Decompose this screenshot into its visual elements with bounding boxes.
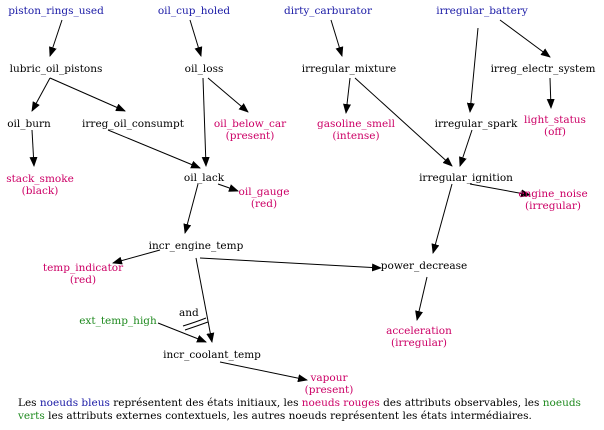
caption-text: les attributs externes contextuels, les … bbox=[44, 410, 532, 422]
and-arc bbox=[182, 317, 209, 331]
edge-irreg-oil-consumpt-to-oil-lack bbox=[107, 129, 201, 169]
edge-oil-lack-to-incr-engine-temp bbox=[183, 183, 199, 234]
node-label: temp_indicator bbox=[42, 262, 124, 274]
node-status: (red) bbox=[250, 198, 278, 210]
caption-red-term: noeuds rouges bbox=[301, 397, 380, 409]
node-oil-burn: oil_burn bbox=[7, 118, 51, 130]
legend-caption: Les noeuds bleus représentent des états … bbox=[18, 397, 598, 423]
caption-text: des attributs observables, les bbox=[379, 397, 543, 409]
edge-oil-cup-holed-to-oil-loss bbox=[189, 19, 203, 57]
node-status: (irregular) bbox=[525, 200, 581, 212]
node-label: irregular_spark bbox=[434, 118, 518, 130]
edge-irregular-ignition-to-engine-noise bbox=[469, 183, 531, 198]
node-acceleration: acceleration (irregular) bbox=[386, 325, 452, 349]
node-incr-engine-temp: incr_engine_temp bbox=[149, 240, 244, 252]
node-label: oil_loss bbox=[184, 63, 224, 75]
node-label: oil_lack bbox=[183, 172, 225, 184]
node-label: oil_below_car bbox=[213, 118, 287, 130]
node-label: gasoline_smell bbox=[317, 118, 395, 130]
caption-green-term: noeuds verts bbox=[18, 397, 581, 422]
edge-lubric-oil-pistons-to-oil-burn bbox=[31, 77, 51, 112]
node-ext-temp-high: ext_temp_high bbox=[79, 315, 157, 327]
node-vapour: vapour (present) bbox=[305, 372, 354, 396]
node-label: piston_rings_used bbox=[8, 5, 104, 17]
node-label: oil_burn bbox=[7, 118, 51, 130]
node-label: irreg_electr_system bbox=[490, 63, 596, 75]
edge-irregular-mixture-to-gasoline-smell bbox=[343, 77, 351, 114]
node-status: (present) bbox=[225, 130, 275, 142]
node-gasoline-smell: gasoline_smell (intense) bbox=[317, 118, 395, 142]
node-irregular-battery: irregular_battery bbox=[436, 5, 528, 17]
edge-ext-temp-high-to-incr-coolant-temp bbox=[157, 322, 207, 343]
edge-irreg-electr-system-to-light-status bbox=[546, 77, 555, 109]
node-status: (red) bbox=[69, 274, 97, 286]
node-incr-coolant-temp: incr_coolant_temp bbox=[163, 349, 261, 361]
caption-text: Les bbox=[18, 397, 40, 409]
node-label: ext_temp_high bbox=[79, 315, 157, 327]
edge-incr-coolant-temp-to-vapour bbox=[219, 361, 308, 383]
node-irregular-mixture: irregular_mixture bbox=[302, 63, 396, 75]
node-label: light_status bbox=[524, 114, 586, 126]
node-status: (present) bbox=[304, 384, 354, 396]
node-power-decrease: power_decrease bbox=[381, 260, 467, 272]
node-label: power_decrease bbox=[380, 260, 468, 272]
node-irregular-spark: irregular_spark bbox=[435, 118, 518, 130]
edge-oil-loss-to-oil-lack bbox=[201, 77, 210, 167]
edge-irregular-mixture-to-irregular-ignition bbox=[354, 77, 453, 167]
caption-text: représentent des états initiaux, les bbox=[109, 397, 302, 409]
edge-piston-rings-used-to-lubric-oil-pistons bbox=[49, 19, 63, 57]
edge-dirty-carburator-to-irregular-mixture bbox=[330, 19, 344, 57]
node-stack-smoke: stack_smoke (black) bbox=[6, 173, 74, 197]
edge-oil-loss-to-oil-below-car bbox=[207, 77, 249, 113]
node-label: stack_smoke bbox=[6, 173, 74, 185]
edge-irregular-ignition-to-power-decrease bbox=[431, 183, 453, 254]
node-label: incr_coolant_temp bbox=[163, 349, 261, 361]
node-oil-below-car: oil_below_car (present) bbox=[214, 118, 286, 142]
node-status: (off) bbox=[544, 126, 566, 138]
node-label: oil_gauge bbox=[238, 186, 290, 198]
edge-irregular-spark-to-irregular-ignition bbox=[459, 129, 473, 167]
node-oil-lack: oil_lack bbox=[184, 172, 224, 184]
node-oil-gauge: oil_gauge (red) bbox=[239, 186, 290, 210]
node-oil-cup-holed: oil_cup_holed bbox=[158, 5, 230, 17]
node-irreg-oil-consumpt: irreg_oil_consumpt bbox=[82, 118, 184, 130]
edge-irregular-battery-to-irreg-electr-system bbox=[499, 19, 551, 58]
edge-irregular-battery-to-irregular-spark bbox=[466, 27, 479, 113]
edge-incr-engine-temp-to-temp-indicator bbox=[112, 249, 161, 265]
node-label: acceleration bbox=[386, 325, 452, 337]
node-status: (black) bbox=[21, 185, 59, 197]
node-label: lubric_oil_pistons bbox=[9, 63, 103, 75]
edge-incr-engine-temp-to-power-decrease bbox=[199, 257, 382, 272]
node-irregular-ignition: irregular_ignition bbox=[419, 172, 513, 184]
node-label: oil_cup_holed bbox=[157, 5, 231, 17]
node-label: dirty_carburator bbox=[284, 5, 372, 17]
node-light-status: light_status (off) bbox=[524, 114, 586, 138]
edge-power-decrease-to-acceleration bbox=[415, 276, 428, 321]
node-engine-noise: engine_noise (irregular) bbox=[518, 188, 587, 212]
and-label: and bbox=[179, 307, 199, 319]
node-label: incr_engine_temp bbox=[148, 240, 244, 252]
node-status: (intense) bbox=[332, 130, 380, 142]
node-irreg-electr-system: irreg_electr_system bbox=[491, 63, 596, 75]
node-label: engine_noise bbox=[518, 188, 588, 200]
node-dirty-carburator: dirty_carburator bbox=[284, 5, 372, 17]
node-label: irreg_oil_consumpt bbox=[82, 118, 184, 130]
edge-oil-lack-to-oil-gauge bbox=[217, 183, 239, 192]
node-label: irregular_ignition bbox=[419, 172, 513, 184]
node-label: vapour bbox=[310, 372, 348, 384]
edge-oil-burn-to-stack-smoke bbox=[29, 129, 38, 167]
node-temp-indicator: temp_indicator (red) bbox=[43, 262, 123, 286]
node-label: irregular_mixture bbox=[301, 63, 397, 75]
node-lubric-oil-pistons: lubric_oil_pistons bbox=[10, 63, 103, 75]
node-status: (irregular) bbox=[391, 337, 447, 349]
node-label: irregular_battery bbox=[436, 5, 528, 17]
edge-lubric-oil-pistons-to-irreg-oil-consumpt bbox=[49, 77, 126, 112]
node-oil-loss: oil_loss bbox=[185, 63, 224, 75]
caption-blue-term: noeuds bleus bbox=[39, 397, 110, 409]
edge-incr-engine-temp-to-incr-coolant-temp bbox=[195, 257, 215, 343]
node-piston-rings-used: piston_rings_used bbox=[8, 5, 104, 17]
